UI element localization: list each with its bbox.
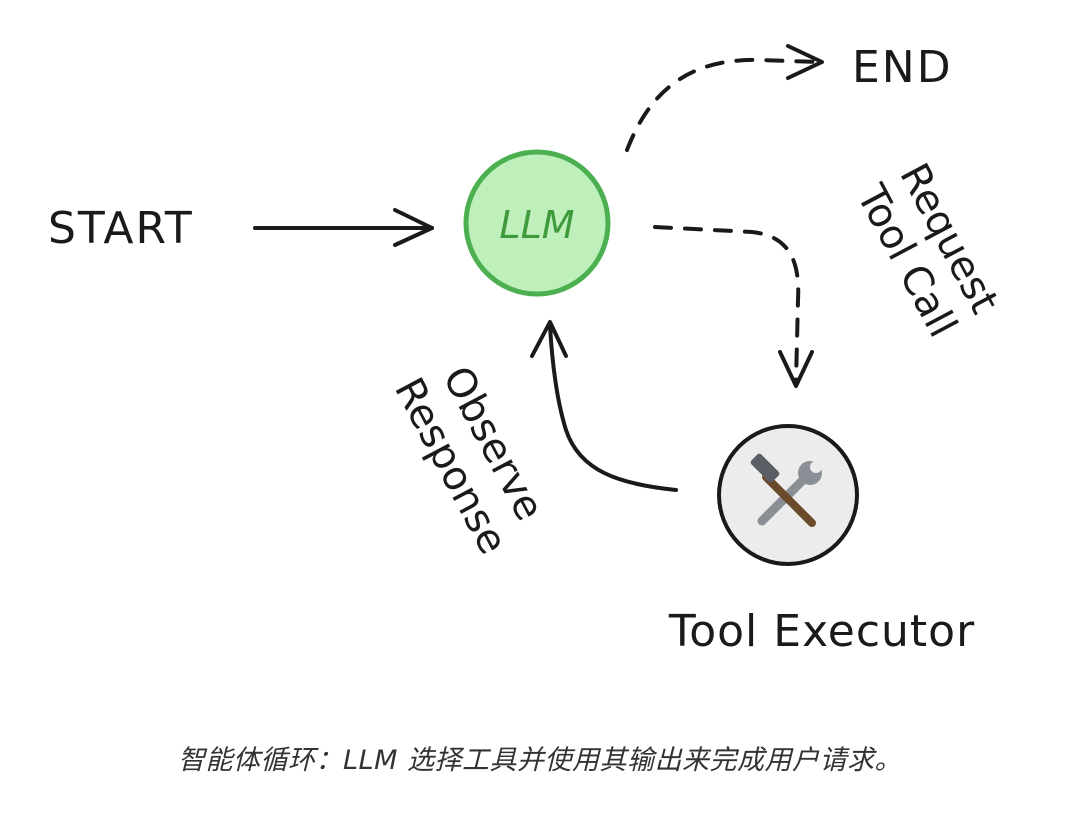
tool-executor-label: Tool Executor (668, 606, 975, 657)
llm-node: LLM (463, 149, 611, 297)
hammer-and-wrench-icon (750, 453, 822, 527)
llm-to-end-arrow (625, 44, 824, 152)
observe-response-label: Observe Response (385, 359, 552, 562)
end-label: END (852, 42, 953, 93)
llm-label: LLM (499, 203, 574, 247)
start-to-llm-arrow (253, 208, 434, 247)
figure-caption: 智能体循环：LLM 选择工具并使用其输出来完成用户请求。 (178, 745, 902, 776)
agent-loop-diagram: START LLM END Request Tool Call (48, 42, 1007, 657)
tool-executor-node (717, 424, 859, 566)
tool-to-llm-arrow (530, 320, 678, 492)
start-label: START (48, 203, 194, 254)
llm-to-tool-arrow (653, 225, 814, 388)
request-tool-call-label: Request Tool Call (847, 156, 1007, 345)
